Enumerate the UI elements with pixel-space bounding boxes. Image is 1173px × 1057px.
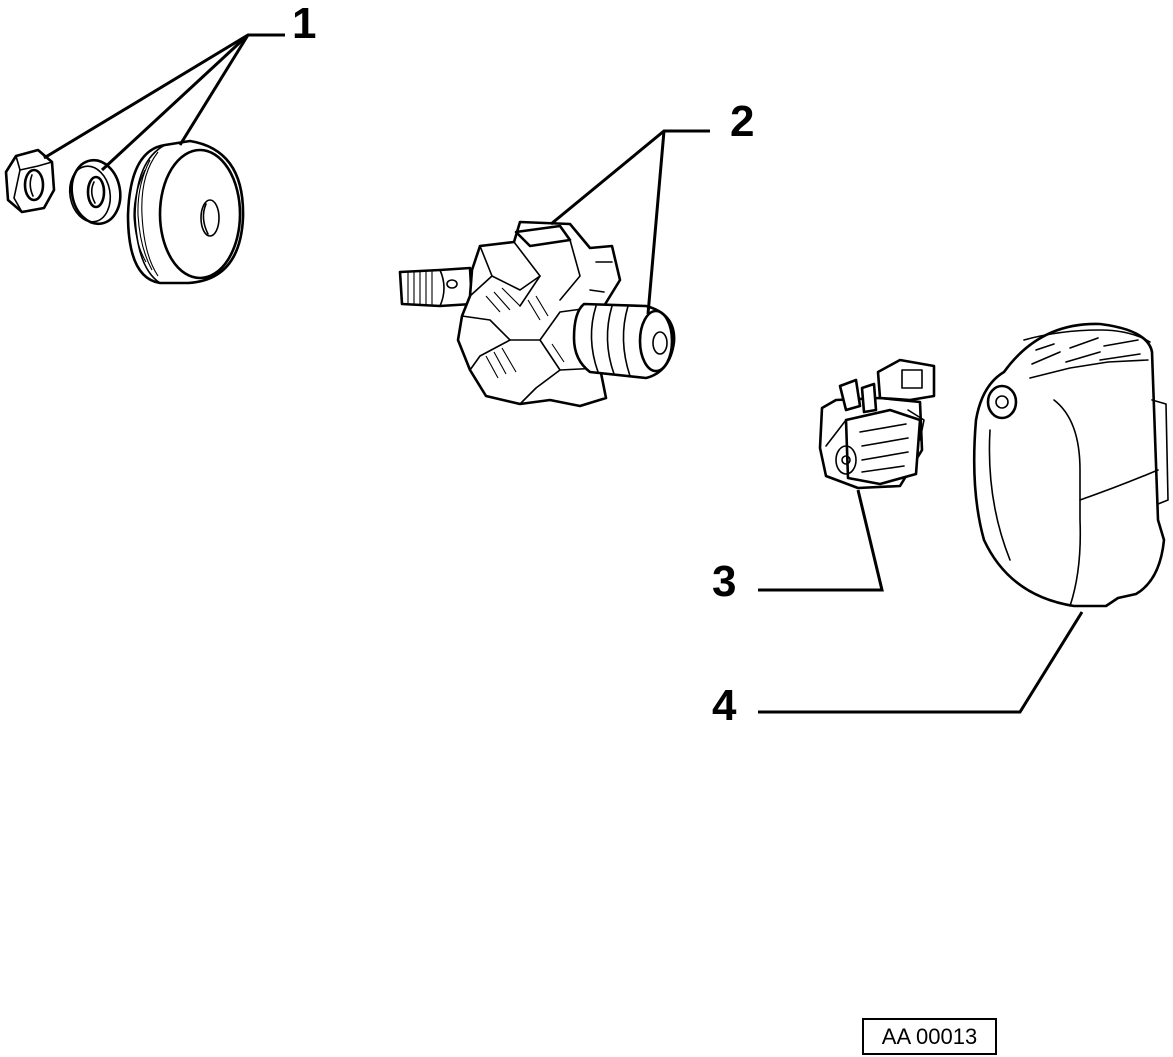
leader-lines bbox=[43, 33, 1084, 714]
washer-icon bbox=[68, 158, 122, 226]
pulley-nut-washer-icon bbox=[4, 139, 245, 285]
leader-2-rings bbox=[646, 130, 666, 315]
leader-1-washer bbox=[100, 33, 250, 172]
nut-icon bbox=[4, 148, 56, 214]
reference-code-box: AA 00013 bbox=[862, 1018, 997, 1055]
reference-code: AA 00013 bbox=[881, 1023, 978, 1049]
callout-1: 1 bbox=[292, 0, 317, 48]
callout-4: 4 bbox=[712, 681, 737, 730]
leader-1-pulley bbox=[178, 34, 250, 146]
pulley-icon bbox=[126, 139, 245, 285]
leader-3 bbox=[758, 489, 884, 592]
rear-cover-icon bbox=[972, 322, 1169, 608]
leader-4 bbox=[758, 611, 1084, 714]
callout-3: 3 bbox=[712, 557, 737, 606]
callout-2: 2 bbox=[730, 97, 755, 146]
voltage-regulator-icon bbox=[818, 358, 936, 490]
leader-1-nut bbox=[43, 33, 285, 160]
rotor-icon bbox=[398, 220, 676, 408]
leader-2-body bbox=[550, 129, 710, 226]
